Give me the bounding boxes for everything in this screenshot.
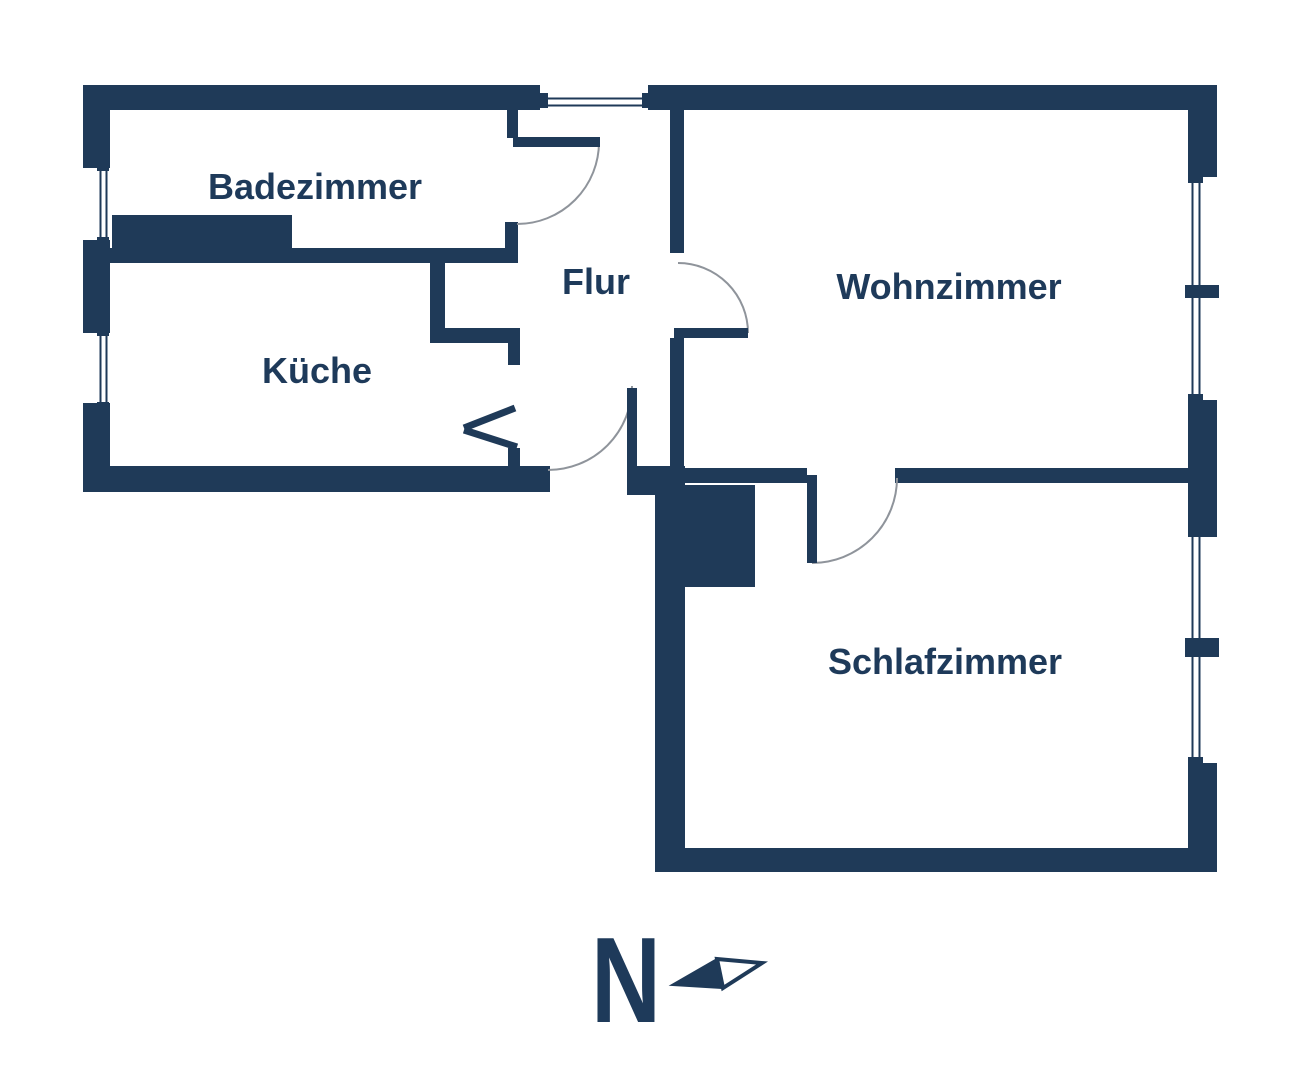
compass-needle-open-half <box>714 956 769 992</box>
door-leaf-bathroom <box>513 137 600 147</box>
door-arc-entrance <box>547 385 633 471</box>
wall-living-bedroom-right <box>895 468 1188 483</box>
wall-top-left-block <box>83 85 540 110</box>
wall-bath-kitchen <box>107 248 517 263</box>
wall-right-lower <box>1188 763 1217 872</box>
window-living-room <box>1188 177 1203 400</box>
window-cap <box>1188 177 1203 183</box>
north-indicator: N <box>591 912 769 1048</box>
wall-right-middle <box>1188 400 1217 537</box>
wall-top-right-block <box>648 85 1217 110</box>
room-label-kueche: Küche <box>262 350 372 391</box>
wall-kitchen-jog <box>430 328 520 343</box>
wall-kitchen-door-jamb-bottom <box>508 448 520 470</box>
wall-kitchen-door-jamb-top <box>508 343 520 365</box>
wall-bath-block <box>112 215 292 248</box>
door-leaf-entrance <box>627 388 637 470</box>
wall-left-upper <box>83 85 110 168</box>
door-arc-bathroom <box>516 141 600 225</box>
wall-right-mullion-living <box>1185 285 1219 298</box>
room-label-wohnzimmer: Wohnzimmer <box>836 266 1061 307</box>
door-fold-panel <box>462 426 519 451</box>
wall-hall-living-lower <box>670 338 684 470</box>
door-leaf-bedroom <box>807 475 817 563</box>
door-arc-living-room <box>677 262 749 334</box>
window-cap <box>97 165 109 171</box>
room-labels: Badezimmer Küche Flur Wohnzimmer Schlafz… <box>208 166 1062 682</box>
window-cap <box>1188 757 1203 763</box>
window-cap <box>97 237 109 243</box>
window-hall-top <box>540 93 650 108</box>
window-cap <box>1188 394 1203 400</box>
wall-living-bedroom-left <box>685 468 807 483</box>
compass-needle-icon <box>668 956 769 992</box>
wall-bedroom-left <box>655 470 685 872</box>
window-cap <box>1188 531 1203 537</box>
wall-bedroom-bottom <box>655 848 1217 872</box>
doors <box>462 137 898 564</box>
wall-bottom-left-block <box>83 466 550 492</box>
room-label-schlafzimmer: Schlafzimmer <box>828 641 1062 682</box>
door-fold-panel <box>462 404 517 432</box>
wall-bath-hall-stub <box>507 110 518 138</box>
shaft-block <box>685 485 755 587</box>
wall-left-middle <box>83 240 110 333</box>
window-cap <box>642 93 650 108</box>
windows <box>97 93 1203 763</box>
wall-right-mullion-bedroom <box>1185 638 1219 657</box>
wall-right-upper <box>1188 107 1217 177</box>
interior-walls <box>107 110 1188 587</box>
room-label-badezimmer: Badezimmer <box>208 166 422 207</box>
window-cap <box>97 402 109 408</box>
window-left-upper <box>97 165 109 243</box>
room-label-flur: Flur <box>562 261 630 302</box>
north-label: N <box>591 912 661 1048</box>
window-cap <box>97 330 109 336</box>
window-left-lower <box>97 330 109 408</box>
door-leaf-living-room <box>674 328 748 338</box>
wall-bath-hall-jamb <box>505 222 518 263</box>
window-bedroom <box>1188 531 1203 763</box>
outer-walls <box>83 85 1219 872</box>
door-arc-bedroom <box>811 477 898 564</box>
window-cap <box>540 93 548 108</box>
compass-needle-solid-half <box>668 957 725 990</box>
wall-kitchen-right-upper <box>430 263 445 335</box>
wall-hall-living-upper <box>670 110 684 253</box>
door-folding-kitchen <box>462 404 519 451</box>
